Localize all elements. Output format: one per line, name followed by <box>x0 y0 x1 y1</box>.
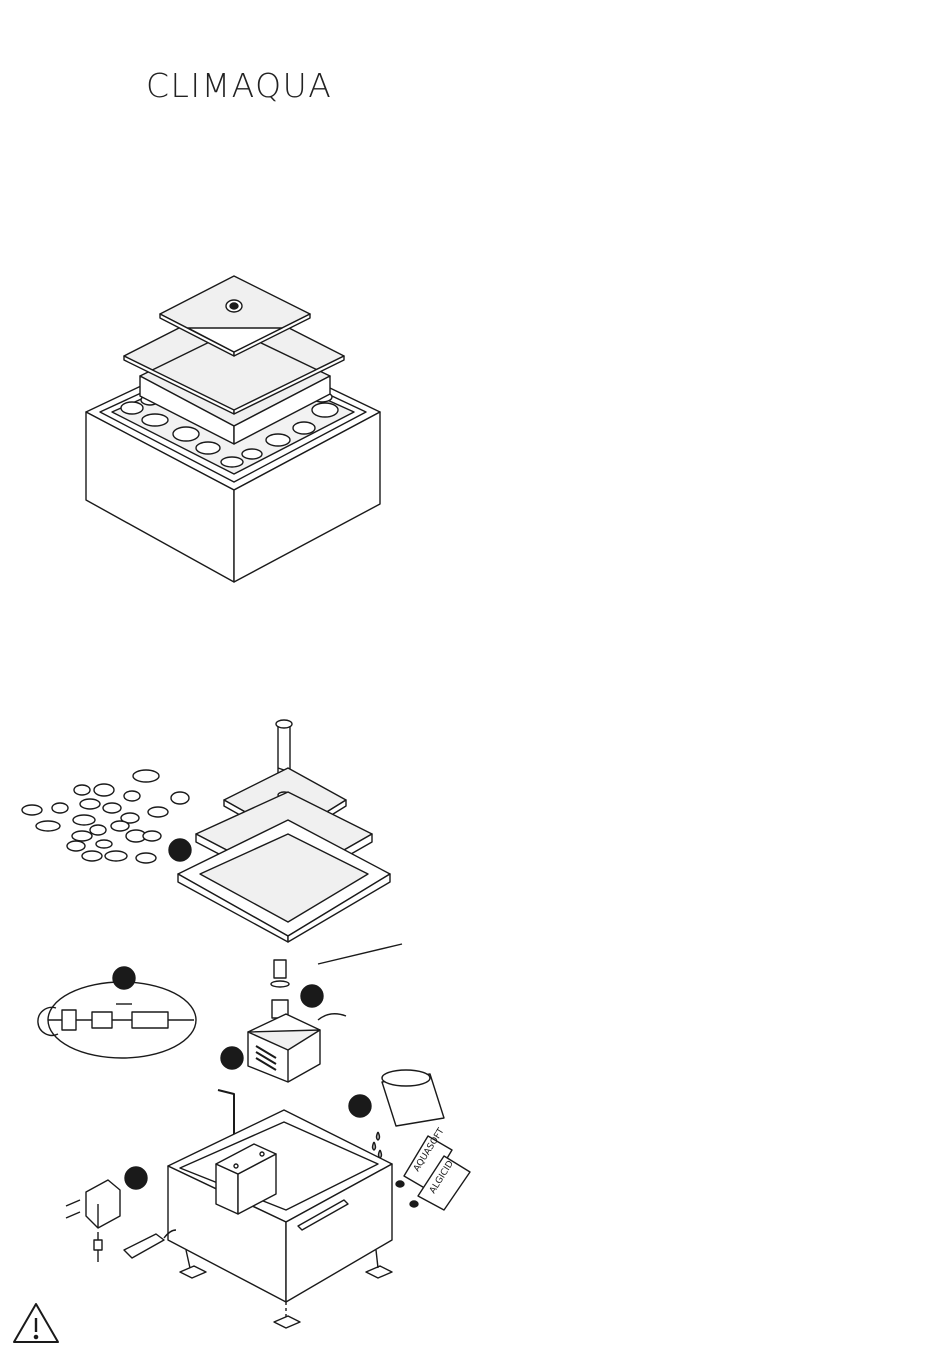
step-badge-2 <box>301 985 323 1007</box>
warning-icon <box>14 1304 58 1342</box>
pump-icon <box>248 960 346 1082</box>
step-badge-5 <box>349 1095 371 1117</box>
exploded-view-illustration: AQUASOFT ALGICID <box>22 720 470 1328</box>
assembled-fountain-illustration <box>86 276 380 582</box>
step-badge-6 <box>125 1167 147 1189</box>
step-badge-4 <box>113 967 135 989</box>
bottles: AQUASOFT ALGICID <box>396 1126 470 1210</box>
step-badge-1 <box>169 839 191 861</box>
basin <box>168 1110 392 1328</box>
power-adapter-icon <box>66 1180 176 1262</box>
cable-connector-detail <box>38 967 196 1058</box>
loose-stones <box>22 770 189 863</box>
step-badge-3 <box>221 1047 243 1069</box>
